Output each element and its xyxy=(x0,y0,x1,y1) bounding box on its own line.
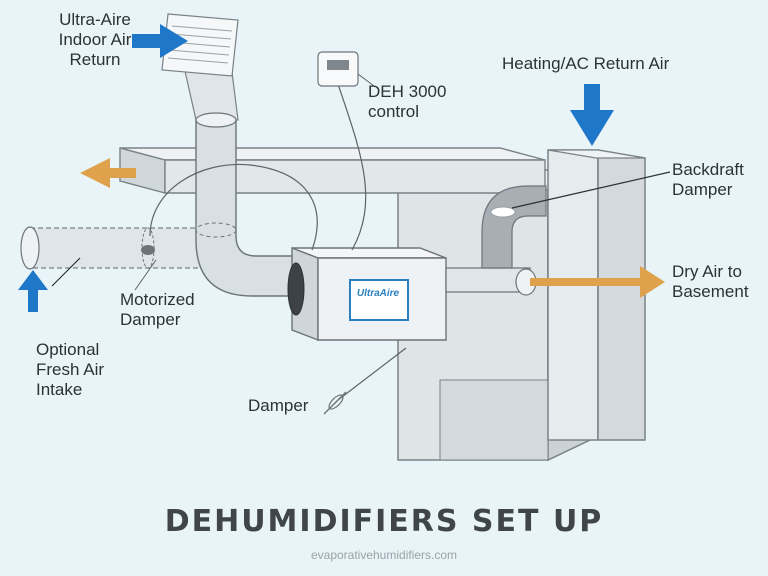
backdraft-elbow xyxy=(481,185,547,269)
indoor-return-pipe xyxy=(161,13,301,297)
label-return-air: Heating/AC Return Air xyxy=(502,54,670,73)
page-title: DEHUMIDIFIERS SET UP xyxy=(164,504,604,539)
unit-brand-text: UltraAire xyxy=(356,288,400,299)
label-deh-control: DEH 3000 control xyxy=(368,82,447,121)
leader-lines xyxy=(51,171,671,287)
label-backdraft-damper: Backdraft Damper xyxy=(672,160,744,199)
source-caption: evaporativehumidifiers.com xyxy=(310,548,458,562)
dehumidifier-unit xyxy=(287,246,447,342)
return-air-duct xyxy=(547,149,646,441)
control-wires xyxy=(149,83,407,401)
supply-duct xyxy=(119,147,546,194)
blue-arrow-return-air xyxy=(570,84,614,146)
label-fresh-air-intake: Optional Fresh Air Intake xyxy=(36,340,105,399)
orange-arrow-dry-air xyxy=(530,266,665,298)
unit-logo-badge xyxy=(349,279,409,321)
orange-arrow-supply xyxy=(80,158,136,188)
fresh-air-duct xyxy=(20,226,211,270)
blue-arrow-fresh-air xyxy=(18,270,48,312)
label-dry-air: Dry Air to Basement xyxy=(672,262,749,301)
damper-symbol xyxy=(323,391,347,415)
motorized-damper xyxy=(134,245,157,291)
outlet-duct xyxy=(445,267,537,296)
label-damper: Damper xyxy=(248,396,309,415)
label-indoor-air-return: Ultra-Aire Indoor Air Return xyxy=(58,10,132,69)
blue-arrow-indoor-return xyxy=(132,24,188,58)
label-motorized-damper: Motorized Damper xyxy=(120,290,195,329)
deh-control-unit xyxy=(317,51,375,87)
